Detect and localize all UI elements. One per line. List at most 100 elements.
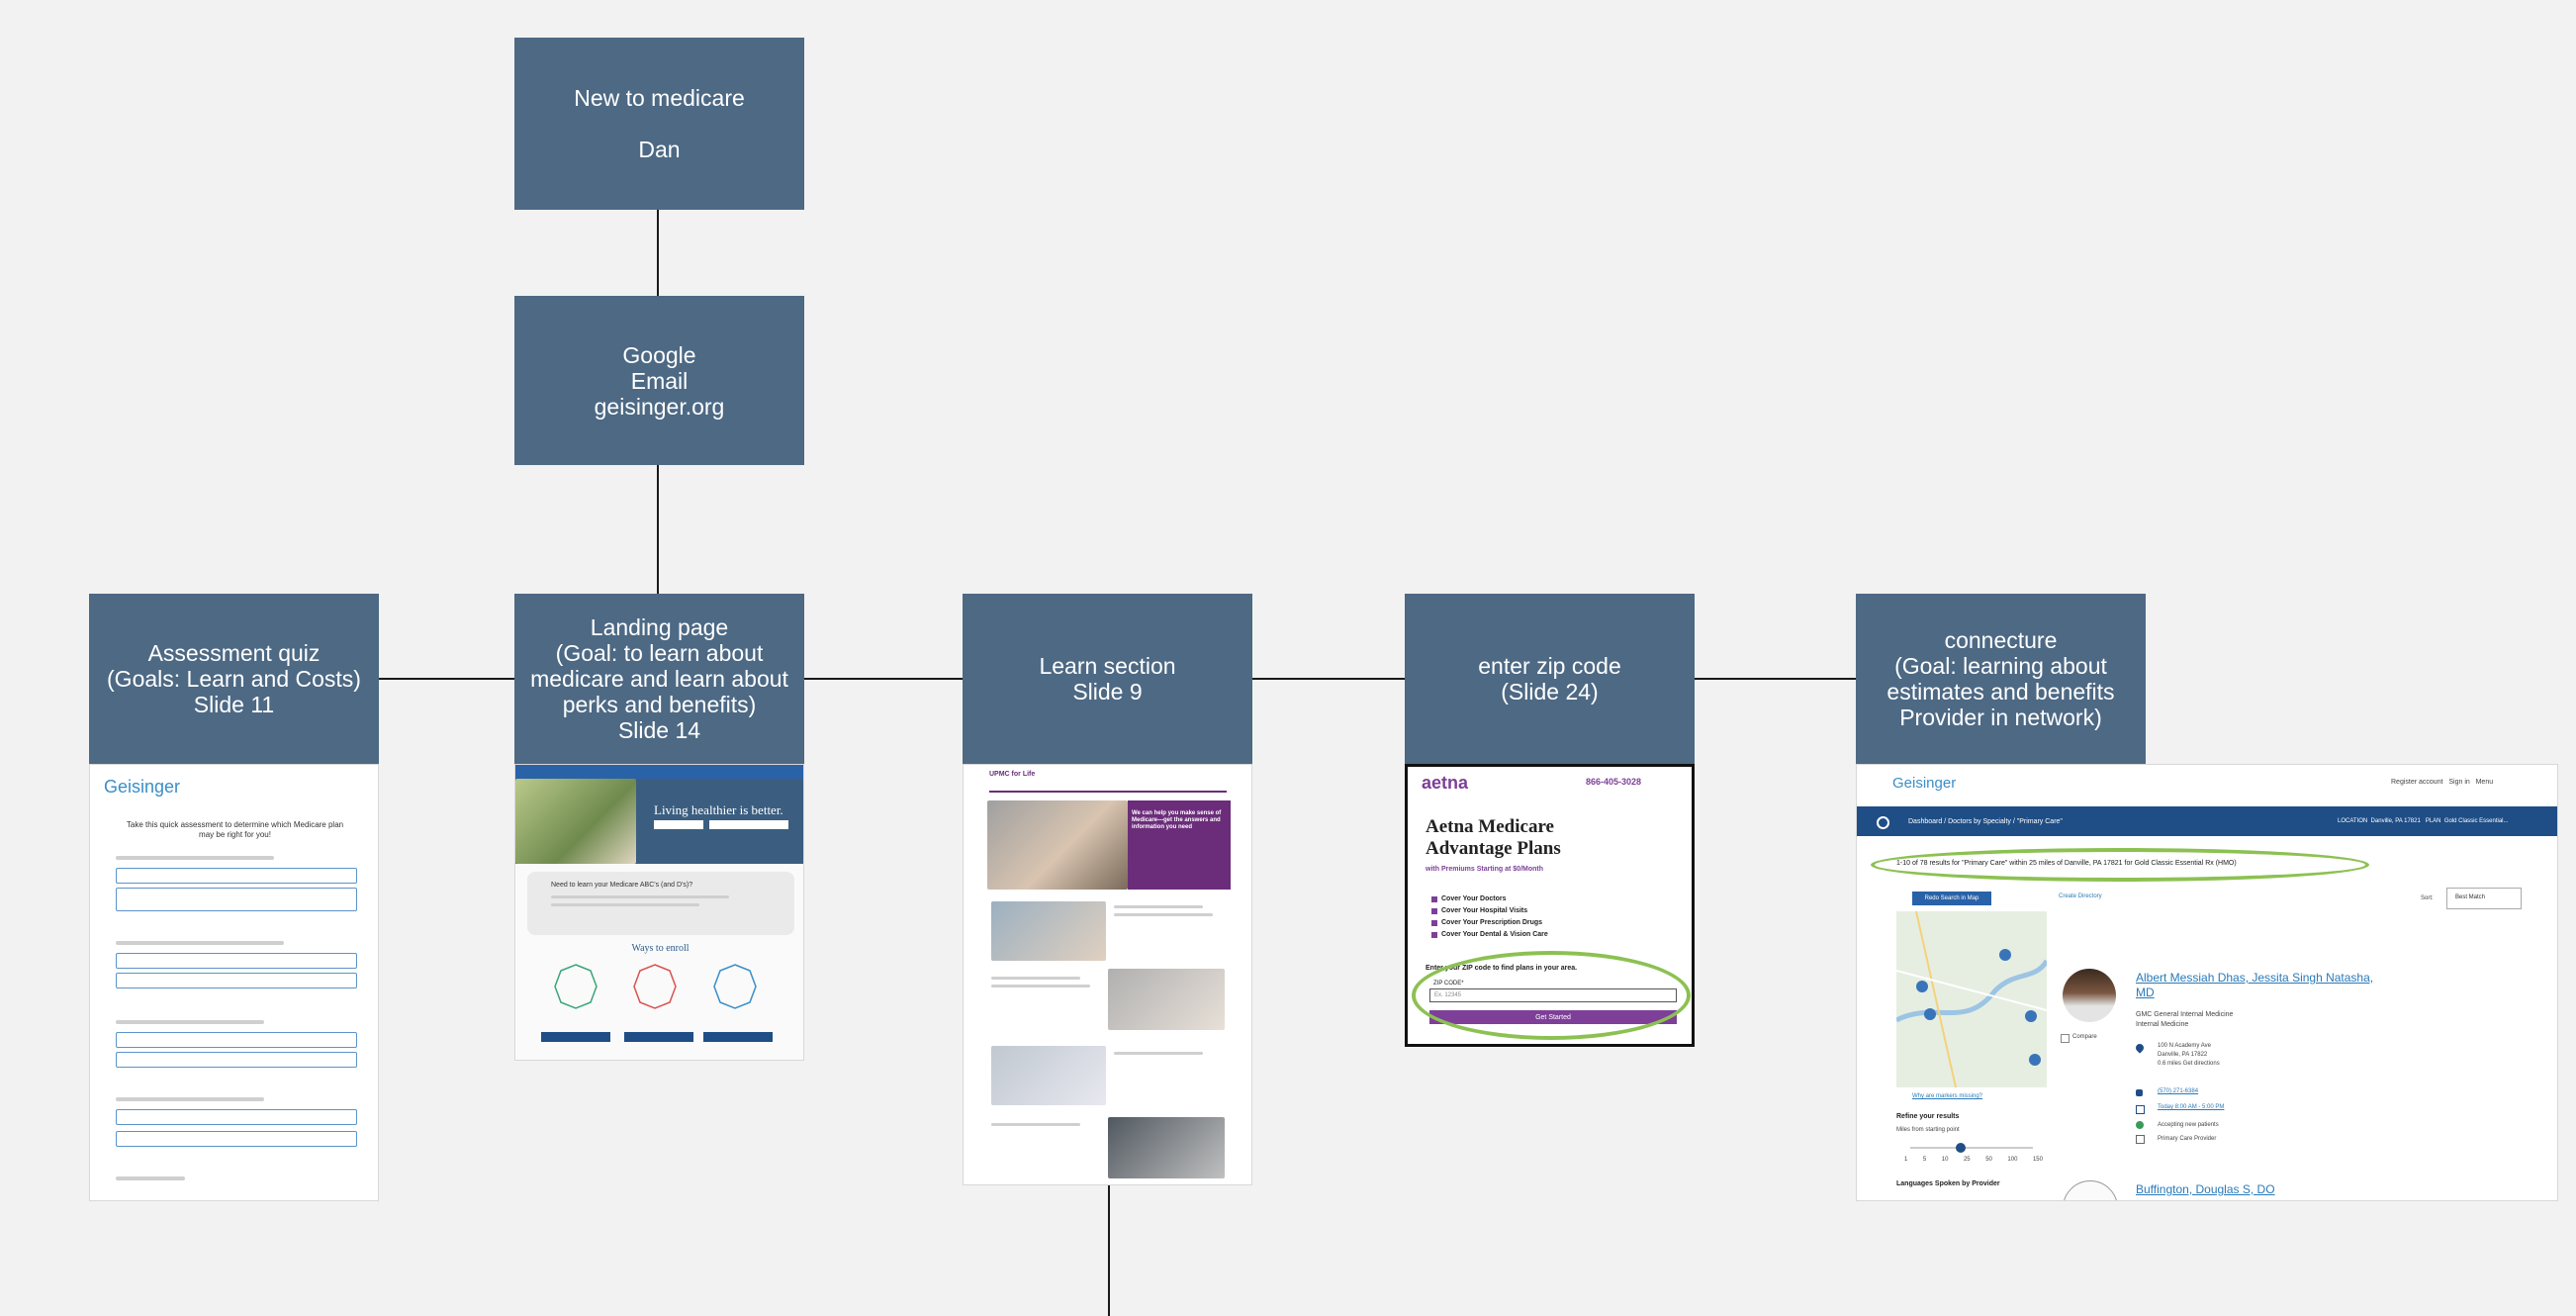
provider-hours-link[interactable]: Today 8:00 AM - 5:00 PM <box>2158 1104 2225 1110</box>
provider-map[interactable] <box>1896 911 2047 1087</box>
connecture-searchbar <box>1857 806 2557 836</box>
article-photo <box>991 1046 1106 1105</box>
answer-option[interactable] <box>116 1109 357 1125</box>
question-1 <box>116 856 274 860</box>
promo-text: We can help you make sense of Medicare—g… <box>1132 810 1222 830</box>
check-circle-icon <box>2136 1121 2144 1129</box>
slider-tick: 5 <box>1922 1157 1927 1163</box>
check-item: Cover Your Doctors <box>1441 895 1507 902</box>
hero-text: Living healthier is better. <box>654 802 783 817</box>
enroll-online-button[interactable] <box>541 1032 610 1042</box>
slider-tick: 50 <box>1985 1157 1992 1163</box>
enroll-icons <box>554 964 757 1009</box>
question-5 <box>116 1176 185 1180</box>
enroll-phone-button[interactable] <box>703 1032 773 1042</box>
map-pin[interactable] <box>2029 1054 2041 1066</box>
enroll-heading: Ways to enroll <box>631 943 690 954</box>
compare-checkbox[interactable] <box>2061 1034 2070 1043</box>
map-pin[interactable] <box>1999 949 2011 961</box>
compare-label: Compare <box>2072 1034 2097 1040</box>
connector-learn-down <box>1108 1185 1110 1316</box>
provider-address: 100 N Academy Ave Danville, PA 17822 0.6… <box>2158 1043 2220 1067</box>
markers-missing-link[interactable]: Why are markers missing? <box>1912 1093 1983 1099</box>
computer-icon <box>554 964 598 1009</box>
slider-tick: 150 <box>2032 1157 2043 1163</box>
article-text <box>991 977 1080 980</box>
screenshot-landing-page: Living healthier is better. Need to lear… <box>514 764 804 1061</box>
quiz-brand: Geisinger <box>104 777 181 797</box>
provider-phone-link[interactable]: (570) 271-6384 <box>2158 1088 2199 1094</box>
node-landing-page: Landing page (Goal: to learn about medic… <box>514 594 804 764</box>
landing-topbar <box>515 765 803 779</box>
languages-heading: Languages Spoken by Provider <box>1896 1180 2000 1187</box>
article-photo <box>1108 1117 1225 1178</box>
learn-nav <box>989 791 1227 793</box>
sort-dropdown[interactable]: Best Match <box>2446 888 2522 909</box>
info-text <box>551 895 729 898</box>
screenshot-learn-section: UPMC for Life We can help you make sense… <box>963 764 1252 1185</box>
learn-promo <box>1128 800 1231 890</box>
check-item: Cover Your Dental & Vision Care <box>1441 931 1548 938</box>
slider-ticks: 1 5 10 25 50 100 150 <box>1904 1157 2043 1163</box>
node-learn-section: Learn section Slide 9 <box>963 594 1252 764</box>
provider-name-link[interactable]: Buffington, Douglas S, DO <box>2136 1182 2275 1196</box>
article-text <box>991 1123 1080 1126</box>
check-item: Cover Your Hospital Visits <box>1441 907 1528 914</box>
answer-option[interactable] <box>116 888 357 911</box>
checkbox-icon <box>1431 908 1437 914</box>
article-text <box>1114 1052 1203 1055</box>
avatar <box>2063 969 2116 1022</box>
aetna-phone: 866-405-3028 <box>1586 777 1642 787</box>
question-4 <box>116 1097 264 1101</box>
primary-care-provider: Primary Care Provider <box>2158 1136 2217 1142</box>
node-channels: Google Email geisinger.org <box>514 296 804 465</box>
slider-handle[interactable] <box>1956 1143 1966 1153</box>
node-connecture: connecture (Goal: learning about estimat… <box>1856 594 2146 764</box>
sort-label: Sort: <box>2421 895 2434 901</box>
search-icon[interactable] <box>1877 816 1889 829</box>
create-directory-link[interactable]: Create Directory <box>2059 893 2102 899</box>
map-pin[interactable] <box>2025 1010 2037 1022</box>
answer-option[interactable] <box>116 1131 357 1147</box>
checkbox-icon <box>1431 932 1437 938</box>
provider-name-link[interactable]: Albert Messiah Dhas, Jessita Singh Natas… <box>2136 971 2374 999</box>
provider-specialty: GMC General Internal Medicine Internal M… <box>2136 1011 2234 1028</box>
checkbox-icon <box>1431 896 1437 902</box>
aetna-brand: aetna <box>1422 773 1469 793</box>
redo-search-button[interactable]: Redo Search in Map <box>1912 892 1991 905</box>
phone-icon <box>2136 1089 2143 1096</box>
checkbox-icon <box>1431 920 1437 926</box>
node-enter-zip-code: enter zip code (Slide 24) <box>1405 594 1695 764</box>
hero-input[interactable] <box>654 820 703 829</box>
answer-option[interactable] <box>116 868 357 884</box>
answer-option[interactable] <box>116 953 357 969</box>
location-pin-icon <box>2134 1042 2146 1054</box>
connector-channels-to-landing <box>657 465 659 594</box>
landing-info-heading: Need to learn your Medicare ABC's (and D… <box>551 882 693 889</box>
distance-slider[interactable] <box>1910 1147 2033 1149</box>
family-photo <box>987 800 1128 890</box>
mail-icon <box>633 964 677 1009</box>
learn-brand: UPMC for Life <box>989 771 1036 778</box>
breadcrumb: Dashboard / Doctors by Specialty / "Prim… <box>1908 818 2063 825</box>
aetna-subtitle: with Premiums Starting at $0/Month <box>1426 866 1544 873</box>
node-assessment-quiz: Assessment quiz (Goals: Learn and Costs)… <box>89 594 379 764</box>
enroll-mail-button[interactable] <box>624 1032 693 1042</box>
article-text <box>1114 905 1203 908</box>
calendar-icon <box>2136 1105 2145 1114</box>
answer-option[interactable] <box>116 1052 357 1068</box>
screenshot-connecture: Geisinger Register account Sign in Menu … <box>1856 764 2558 1201</box>
map-pin[interactable] <box>1924 1008 1936 1020</box>
answer-option[interactable] <box>116 1032 357 1048</box>
article-text <box>991 985 1090 987</box>
hero-input[interactable] <box>709 820 788 829</box>
aetna-title: Aetna Medicare Advantage Plans <box>1426 816 1561 859</box>
map-pin[interactable] <box>1916 981 1928 992</box>
article-photo <box>1108 969 1225 1030</box>
article-text <box>1114 913 1213 916</box>
info-text <box>551 903 699 906</box>
refine-heading: Refine your results <box>1896 1113 1960 1120</box>
screenshot-assessment-quiz: Geisinger Take this quick assessment to … <box>89 764 379 1201</box>
pcp-icon <box>2136 1135 2145 1144</box>
answer-option[interactable] <box>116 973 357 988</box>
